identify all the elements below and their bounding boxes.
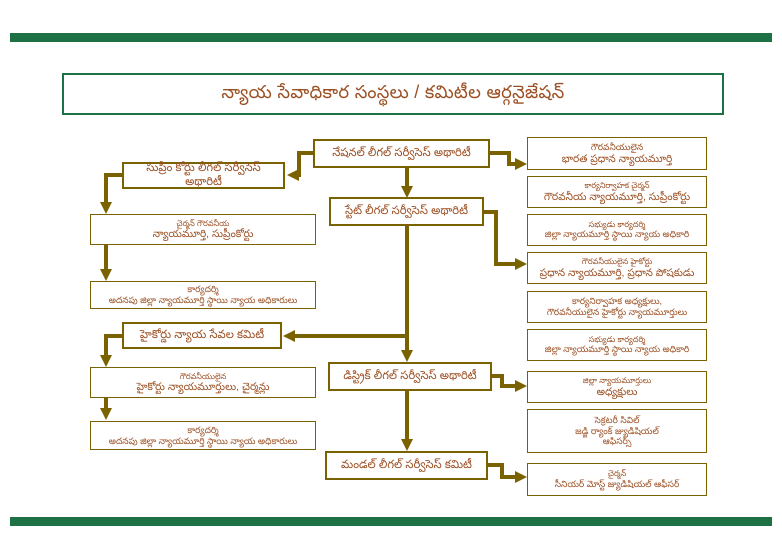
node-line: గౌరవనీయులైన హైకోర్టు న్యాయమూర్తులు — [546, 307, 688, 317]
connector-district-to-district-judges — [492, 374, 527, 392]
node-line: డిస్ట్రిక్ లీగల్ సర్వీసెస్ అథారిటీ — [343, 369, 477, 382]
connector-supreme-authority-to-chairman — [100, 173, 122, 214]
node-line: జిల్లా న్యాయమూర్తులు — [582, 376, 652, 386]
node-senior-most-judicial-officer: చైర్మన్ సీనియర్ మోస్ట్ జ్యుడిషియల్ ఆఫీసర… — [527, 463, 707, 496]
node-district-judges-chairpersons: జిల్లా న్యాయమూర్తులు అధ్యక్షులు — [527, 371, 707, 403]
node-district-legal-services-authority: డిస్ట్రిక్ లీగల్ సర్వీసెస్ అథారిటీ — [328, 362, 492, 391]
node-line: స్టేట్ లీగల్ సర్వీసెస్ అథారిటీ — [345, 204, 468, 217]
node-line: కార్యనిర్వాహక అధ్యక్షులు, — [571, 296, 663, 307]
bottom-green-bar — [10, 517, 772, 526]
node-line: సుప్రీం కోర్టు లీగల్ సర్వీసెస్ అథారిటీ — [146, 161, 261, 188]
node-supreme-court-legal-services-authority: సుప్రీం కోర్టు లీగల్ సర్వీసెస్ అథారిటీ — [122, 162, 285, 189]
node-sc-chairman: చైర్మన్ గౌరవనీయ న్యాయమూర్తి, సుప్రీంకోర్… — [90, 214, 316, 245]
node-line: జిల్లా న్యాయమూర్తి స్థాయి న్యాయ అధికారి — [544, 229, 690, 240]
node-secretary-civil-judge-rank: సెక్రటరీ సివిల్ జడ్జి ర్యాంక్ జ్యుడిషియల… — [527, 409, 707, 453]
node-line: సభ్యుడు కార్యదర్శి — [588, 334, 646, 344]
top-green-bar — [10, 33, 772, 42]
node-line: అదనపు జిల్లా న్యాయమూర్తి స్థాయి న్యాయ అధ… — [108, 295, 298, 305]
chart-title: న్యాయ సేవాధికార సంస్థలు / కమిటీల ఆర్గనైజ… — [221, 81, 565, 102]
node-line: అధ్యక్షులు — [596, 385, 638, 398]
chart-title-box: న్యాయ సేవాధికార సంస్థలు / కమిటీల ఆర్గనైజ… — [62, 73, 724, 115]
node-line: సీనియర్ మోస్ట్ జ్యుడిషియల్ ఆఫీసర్ — [554, 478, 680, 489]
connector-hc-committee-to-hc-judges — [100, 334, 122, 367]
node-line: న్యాయమూర్తి, సుప్రీంకోర్టు — [152, 228, 254, 241]
node-line: చైర్మన్ — [607, 469, 627, 479]
node-line: నేషనల్ లీగల్ సర్వీసెస్ అథారిటీ — [332, 146, 471, 159]
node-line: మండల్ లీగల్ సర్వీసెస్ కమిటీ — [341, 458, 472, 471]
node-line: జిల్లా న్యాయమూర్తి స్థాయి న్యాయ అధికారి — [544, 344, 690, 355]
node-line: గౌరవనీయులైన — [179, 371, 227, 381]
node-line: గౌరవనీయ న్యాయమూర్తి, సుప్రీంకోర్టు — [543, 190, 691, 203]
node-hc-judges-chairmen: గౌరవనీయులైన హైకోర్టు న్యాయమూర్తులు, చైర్… — [90, 367, 316, 398]
node-line: గౌరవనీయులైన — [590, 142, 644, 152]
node-line: సభ్యుడు కార్యదర్శి — [588, 219, 646, 229]
node-national-legal-services-authority: నేషనల్ లీగల్ సర్వీసెస్ అథారిటీ — [313, 139, 490, 168]
node-line: భారత ప్రధాన న్యాయమూర్తి — [561, 152, 673, 165]
node-line: ప్రధాన న్యాయమూర్తి, ప్రధాన పోషకుడు — [539, 266, 695, 279]
node-member-secretary-slsa: సభ్యుడు కార్యదర్శి జిల్లా న్యాయమూర్తి స్… — [527, 329, 707, 361]
node-chief-justice-of-india: గౌరవనీయులైన భారత ప్రధాన న్యాయమూర్తి — [527, 137, 707, 170]
node-line: కార్యదర్శి — [187, 284, 219, 295]
node-high-court-legal-services-committee: హైకోర్డు న్యాయ సేవల కమిటీ — [122, 322, 282, 349]
node-sc-secretary: కార్యదర్శి అదనపు జిల్లా న్యాయమూర్తి స్థా… — [90, 281, 316, 309]
node-mandal-legal-services-committee: మండల్ లీగల్ సర్వీసెస్ కమిటీ — [325, 451, 488, 480]
node-line: చైర్మన్ గౌరవనీయ — [176, 218, 230, 228]
node-line: హైకోర్డు న్యాయ సేవల కమిటీ — [139, 328, 265, 341]
node-line: ఆఫిసర్స్ — [602, 436, 632, 447]
node-executive-chairman: కార్యనిర్వాహక చైర్మన్ గౌరవనీయ న్యాయమూర్త… — [527, 176, 707, 208]
node-state-legal-services-authority: స్టేట్ లీగల్ సర్వీసెస్ అథారిటీ — [329, 197, 484, 226]
connector-national-to-cji — [490, 151, 527, 170]
connector-mandal-to-senior-judicial-officer — [488, 463, 527, 483]
node-executive-chairpersons: కార్యనిర్వాహక అధ్యక్షులు, గౌరవనీయులైన హై… — [527, 291, 707, 323]
node-line: అదనపు జిల్లా న్యాయమూర్తి స్థాయి న్యాయ అధ… — [108, 435, 298, 446]
connector-national-to-supreme-authority — [287, 151, 313, 181]
node-hc-secretary: కార్యదర్శి అదనపు జిల్లా న్యాయమూర్తి స్థా… — [90, 421, 316, 450]
node-line: కార్యనిర్వాహక చైర్మన్ — [584, 181, 650, 191]
node-hc-chief-patron: గౌరవనీయులైన హైకోర్టు ప్రధాన న్యాయమూర్తి,… — [527, 252, 707, 284]
node-member-secretary-nalsa: సభ్యుడు కార్యదర్శి జిల్లా న్యాయమూర్తి స్… — [527, 214, 707, 246]
node-line: జడ్జి ర్యాంక్ జ్యుడిషియల్ — [575, 425, 659, 436]
node-line: కార్యదర్శి — [187, 424, 219, 435]
node-line: సెక్రటరీ సివిల్ — [594, 415, 640, 426]
node-line: హైకోర్టు న్యాయమూర్తులు, చైర్మన్లు — [136, 381, 270, 394]
node-line: గౌరవనీయులైన హైకోర్టు — [581, 257, 653, 267]
connector-state-to-hc-chief-patron — [484, 210, 527, 270]
